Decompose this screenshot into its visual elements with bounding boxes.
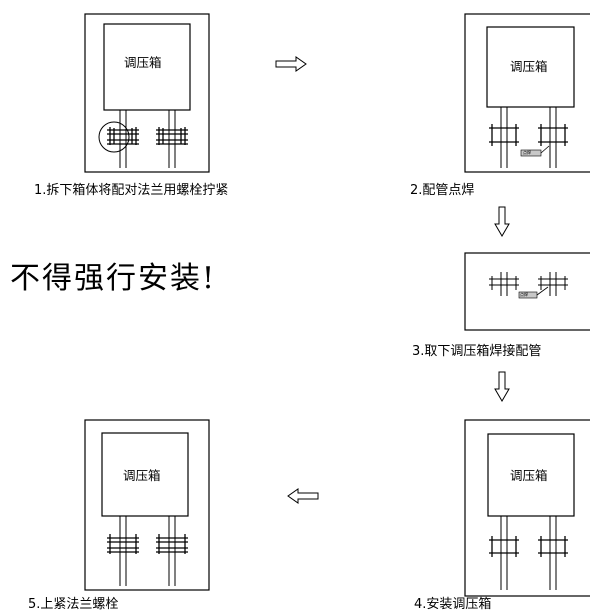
step-1-caption: 1.拆下箱体将配对法兰用螺栓拧紧 [34, 183, 229, 198]
warning-text: 不得强行安装! [10, 261, 217, 296]
step-1-panel [84, 13, 210, 173]
arrow-step4-to-step5 [287, 488, 319, 504]
weld-tag-label-3: 点焊 [520, 292, 528, 297]
step-3-caption: 3.取下调压箱焊接配管 [412, 344, 542, 359]
arrow-step1-to-step2 [275, 56, 307, 72]
step-5-box-label: 调压箱 [123, 468, 161, 483]
step-5-panel [84, 419, 210, 591]
step-4-box-label: 调压箱 [510, 468, 548, 483]
step-5-caption: 5.上紧法兰螺栓 [28, 597, 119, 612]
step-2-panel [464, 13, 590, 173]
step-2-caption: 2.配管点焊 [410, 183, 475, 198]
flange-right [156, 127, 188, 145]
arrow-step3-to-step4 [494, 371, 510, 402]
step-4-caption: 4.安装调压箱 [414, 597, 492, 612]
arrow-step2-to-step3 [494, 206, 510, 237]
step-2-box-label: 调压箱 [510, 59, 548, 74]
step-4-panel [464, 419, 590, 597]
step-3-panel [464, 252, 590, 331]
weld-tag-label: 点焊 [523, 150, 531, 155]
step-1-box-label: 调压箱 [124, 55, 162, 70]
highlight-circle [98, 121, 130, 153]
flange-left [107, 127, 139, 145]
